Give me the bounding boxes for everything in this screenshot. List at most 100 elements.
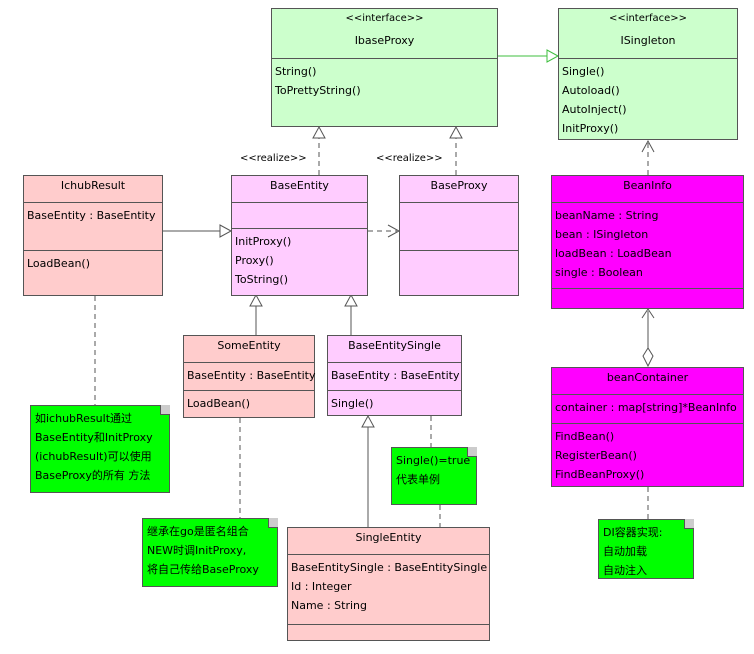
note-go-embed: 继承在go是匿名组合 NEW时调InitProxy, 将自己传给BaseProx… <box>142 518 278 587</box>
note-line: DI容器实现: <box>603 526 663 539</box>
attribute: Id : Integer <box>291 580 352 593</box>
operations-section: FindBean() RegisterBean() FindBeanProxy(… <box>552 423 743 484</box>
operations-section: Single() <box>328 390 461 413</box>
operation: InitProxy() <box>562 122 619 135</box>
operation: Single() <box>562 65 605 78</box>
attributes-section: BaseEntity : BaseEntity <box>328 362 461 390</box>
operation: RegisterBean() <box>555 449 637 462</box>
attributes-section <box>400 202 518 250</box>
baseentity-class: BaseEntity InitProxy() Proxy() ToString(… <box>231 175 368 296</box>
attribute: loadBean : LoadBean <box>555 247 672 260</box>
operations-section: LoadBean() <box>184 390 314 413</box>
class-name: SingleEntity <box>355 531 422 544</box>
dependency-arrowhead <box>641 139 655 153</box>
attribute: bean : ISingleton <box>555 228 649 241</box>
link-arrowhead <box>546 49 560 63</box>
attributes-section <box>232 202 367 228</box>
baseentitysingle-class: BaseEntitySingle BaseEntity : BaseEntity… <box>327 335 462 416</box>
attribute: Name : String <box>291 599 367 612</box>
operation: Single() <box>331 397 374 410</box>
note-fold-corner <box>467 447 477 457</box>
note-line: BaseEntity和InitProxy <box>35 431 153 444</box>
attributes-section: BaseEntity : BaseEntity <box>24 202 162 250</box>
class-name: SomeEntity <box>217 339 281 352</box>
attribute: BaseEntity : BaseEntity <box>27 209 156 222</box>
operation: Proxy() <box>235 254 274 267</box>
aggregation-diamond <box>642 347 654 368</box>
someentity-class: SomeEntity BaseEntity : BaseEntity LoadB… <box>183 335 316 418</box>
note-line: 继承在go是匿名组合 <box>147 525 249 538</box>
note-line: 自动加载 <box>603 545 647 558</box>
operation: String() <box>275 65 317 78</box>
note-line: NEW时调InitProxy, <box>147 544 247 557</box>
class-name: beanContainer <box>606 371 689 384</box>
class-name: BaseProxy <box>430 179 488 192</box>
attribute: single : Boolean <box>555 266 643 279</box>
operation: ToPrettyString() <box>275 84 361 97</box>
generalization-arrowhead <box>249 293 263 307</box>
isingleton-class: <<interface>> ISingleton Single() Autolo… <box>558 8 738 140</box>
class-name: IbaseProxy <box>354 34 415 47</box>
attributes-section: container : map[string]*BeanInfo <box>552 394 743 423</box>
attributes-section: beanName : String bean : ISingleton load… <box>552 202 743 288</box>
operation: AutoInject() <box>562 103 627 116</box>
note-body: 如ichubResult通过 BaseEntity和InitProxy (ich… <box>30 405 170 493</box>
realize-arrowhead <box>449 125 463 139</box>
note-line: 将自己传给BaseProxy <box>147 563 259 576</box>
stereotype-label: <<interface>> <box>345 13 424 24</box>
note-body: DI容器实现: 自动加载 自动注入 <box>598 519 694 579</box>
operation: LoadBean() <box>187 397 250 410</box>
operation: FindBean() <box>555 430 615 443</box>
attribute: beanName : String <box>555 209 659 222</box>
generalization-arrowhead <box>219 224 233 238</box>
realize-label: <<realize>> <box>240 153 307 164</box>
generalization-arrowhead <box>361 414 375 428</box>
attribute: BaseEntity : BaseEntity <box>331 369 460 382</box>
operation: InitProxy() <box>235 235 292 248</box>
aggregation-arrowhead <box>641 308 655 319</box>
singleentity-class: SingleEntity BaseEntitySingle : BaseEnti… <box>287 527 490 641</box>
class-name: BeanInfo <box>623 179 672 192</box>
attribute: BaseEntity : BaseEntity <box>187 369 316 382</box>
note-line: 自动注入 <box>603 564 647 577</box>
realize-label: <<realize>> <box>376 153 443 164</box>
realize-arrowhead <box>312 125 326 139</box>
operations-section <box>552 288 743 292</box>
class-name: IchubResult <box>60 179 126 192</box>
ichubresult-class: IchubResult BaseEntity : BaseEntity Load… <box>23 175 163 296</box>
note-line: 如ichubResult通过 <box>35 412 133 425</box>
class-name: ISingleton <box>620 34 676 47</box>
attributes-section: BaseEntity : BaseEntity <box>184 362 316 390</box>
note-body: Single()=true 代表单例 <box>391 447 477 505</box>
note-fold-corner <box>160 405 170 415</box>
note-body: 继承在go是匿名组合 NEW时调InitProxy, 将自己传给BaseProx… <box>142 518 278 587</box>
note-line: 代表单例 <box>396 473 440 486</box>
note-di: DI容器实现: 自动加载 自动注入 <box>598 519 694 579</box>
generalization-arrowhead <box>344 293 358 307</box>
operation: ToString() <box>235 273 288 286</box>
beancontainer-class: beanContainer container : map[string]*Be… <box>551 367 744 487</box>
stereotype-label: <<interface>> <box>608 13 688 24</box>
baseproxy-class: BaseProxy <box>399 175 519 296</box>
note-line: BaseProxy的所有 方法 <box>35 469 151 482</box>
note-fold-corner <box>684 519 694 529</box>
class-name: BaseEntitySingle <box>348 339 441 352</box>
operation: LoadBean() <box>27 257 90 270</box>
operations-section: InitProxy() Proxy() ToString() <box>232 228 367 289</box>
operations-section <box>400 250 518 254</box>
operation: Autoload() <box>562 84 620 97</box>
note-single: Single()=true 代表单例 <box>391 447 477 505</box>
attributes-section: BaseEntitySingle : BaseEntitySingle Id :… <box>288 554 489 624</box>
beaninfo-class: BeanInfo beanName : String bean : ISingl… <box>551 175 744 309</box>
operations-section: LoadBean() <box>24 250 162 273</box>
note-fold-corner <box>268 518 278 528</box>
attribute: container : map[string]*BeanInfo <box>555 401 737 414</box>
note-line: (ichubResult)可以使用 <box>35 450 152 463</box>
operations-section: String() ToPrettyString() <box>272 58 497 100</box>
attribute: BaseEntitySingle : BaseEntitySingle <box>291 561 488 574</box>
operation: FindBeanProxy() <box>555 468 645 481</box>
operations-section: Single() Autoload() AutoInject() InitPro… <box>559 58 737 138</box>
operations-section <box>288 624 489 628</box>
ibaseproxy-class: <<interface>> IbaseProxy String() ToPret… <box>271 8 498 127</box>
